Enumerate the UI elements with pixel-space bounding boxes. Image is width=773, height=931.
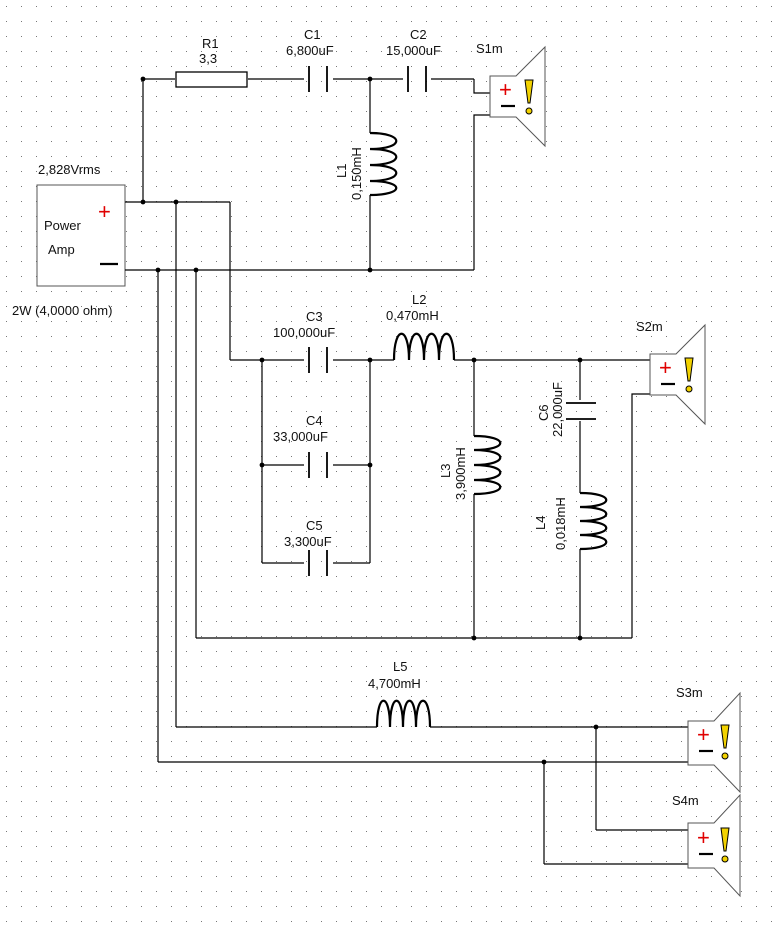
speaker-s3[interactable]: + S3m <box>676 685 741 794</box>
l5-value: 4,700mH <box>368 676 421 691</box>
inductor-l5[interactable]: L5 4,700mH <box>368 659 432 728</box>
capacitor-c1[interactable]: C1 6,800uF <box>286 27 334 92</box>
s3-warning-icon <box>720 724 730 760</box>
s3-name: S3m <box>676 685 703 700</box>
c4-value: 33,000uF <box>273 429 328 444</box>
capacitor-c6[interactable]: C6 22,000uF <box>536 382 596 437</box>
amp-voltage-label: 2,828Vrms <box>38 162 101 177</box>
c6-value: 22,000uF <box>550 382 565 437</box>
speaker-s4[interactable]: + S4m <box>672 793 741 898</box>
resistor-r1[interactable]: R1 3,3 <box>175 36 248 88</box>
s4-name: S4m <box>672 793 699 808</box>
amp-title-line1: Power <box>44 218 82 233</box>
s2-plus: + <box>659 355 672 380</box>
c2-value: 15,000uF <box>386 43 441 58</box>
l4-name: L4 <box>533 516 548 530</box>
c6-name: C6 <box>536 404 551 421</box>
c4-name: C4 <box>306 413 323 428</box>
l3-name: L3 <box>438 464 453 478</box>
l4-value: 0,018mH <box>553 497 568 550</box>
c5-name: C5 <box>306 518 323 533</box>
c3-name: C3 <box>306 309 323 324</box>
inductor-l1[interactable]: L1 0,150mH <box>334 131 398 200</box>
power-amp[interactable]: 2,828Vrms Power Amp + 2W (4,0000 ohm) <box>12 162 126 318</box>
l1-name: L1 <box>334 164 349 178</box>
s1-plus: + <box>499 77 512 102</box>
s2-name: S2m <box>636 319 663 334</box>
inductor-l4[interactable]: L4 0,018mH <box>533 491 608 551</box>
capacitor-c5[interactable]: C5 3,300uF <box>284 518 332 576</box>
capacitor-c4[interactable]: C4 33,000uF <box>273 413 328 478</box>
capacitor-c3[interactable]: C3 100,000uF <box>273 309 335 373</box>
l2-value: 0,470mH <box>386 308 439 323</box>
inductor-l3[interactable]: L3 3,900mH <box>438 434 502 500</box>
s1-warning-icon <box>524 79 534 115</box>
c5-value: 3,300uF <box>284 534 332 549</box>
s4-plus: + <box>697 825 710 850</box>
capacitor-c2[interactable]: C2 15,000uF <box>386 27 441 92</box>
wires <box>125 78 688 865</box>
s4-warning-icon <box>720 827 730 863</box>
speaker-s2[interactable]: + S2m <box>636 319 706 426</box>
c3-value: 100,000uF <box>273 325 335 340</box>
c1-name: C1 <box>304 27 321 42</box>
s3-plus: + <box>697 722 710 747</box>
s2-warning-icon <box>684 357 694 393</box>
c2-name: C2 <box>410 27 427 42</box>
l3-value: 3,900mH <box>453 447 468 500</box>
l5-name: L5 <box>393 659 407 674</box>
amp-power-label: 2W (4,0000 ohm) <box>12 303 112 318</box>
inductor-l2[interactable]: L2 0,470mH <box>386 292 456 361</box>
amp-plus-terminal: + <box>98 199 111 224</box>
speaker-s1[interactable]: + S1m <box>476 41 546 148</box>
l2-name: L2 <box>412 292 426 307</box>
c1-value: 6,800uF <box>286 43 334 58</box>
amp-title-line2: Amp <box>48 242 75 257</box>
r1-name: R1 <box>202 36 219 51</box>
r1-value: 3,3 <box>199 51 217 66</box>
s1-name: S1m <box>476 41 503 56</box>
junction-dots <box>140 76 599 765</box>
l1-value: 0,150mH <box>349 147 364 200</box>
